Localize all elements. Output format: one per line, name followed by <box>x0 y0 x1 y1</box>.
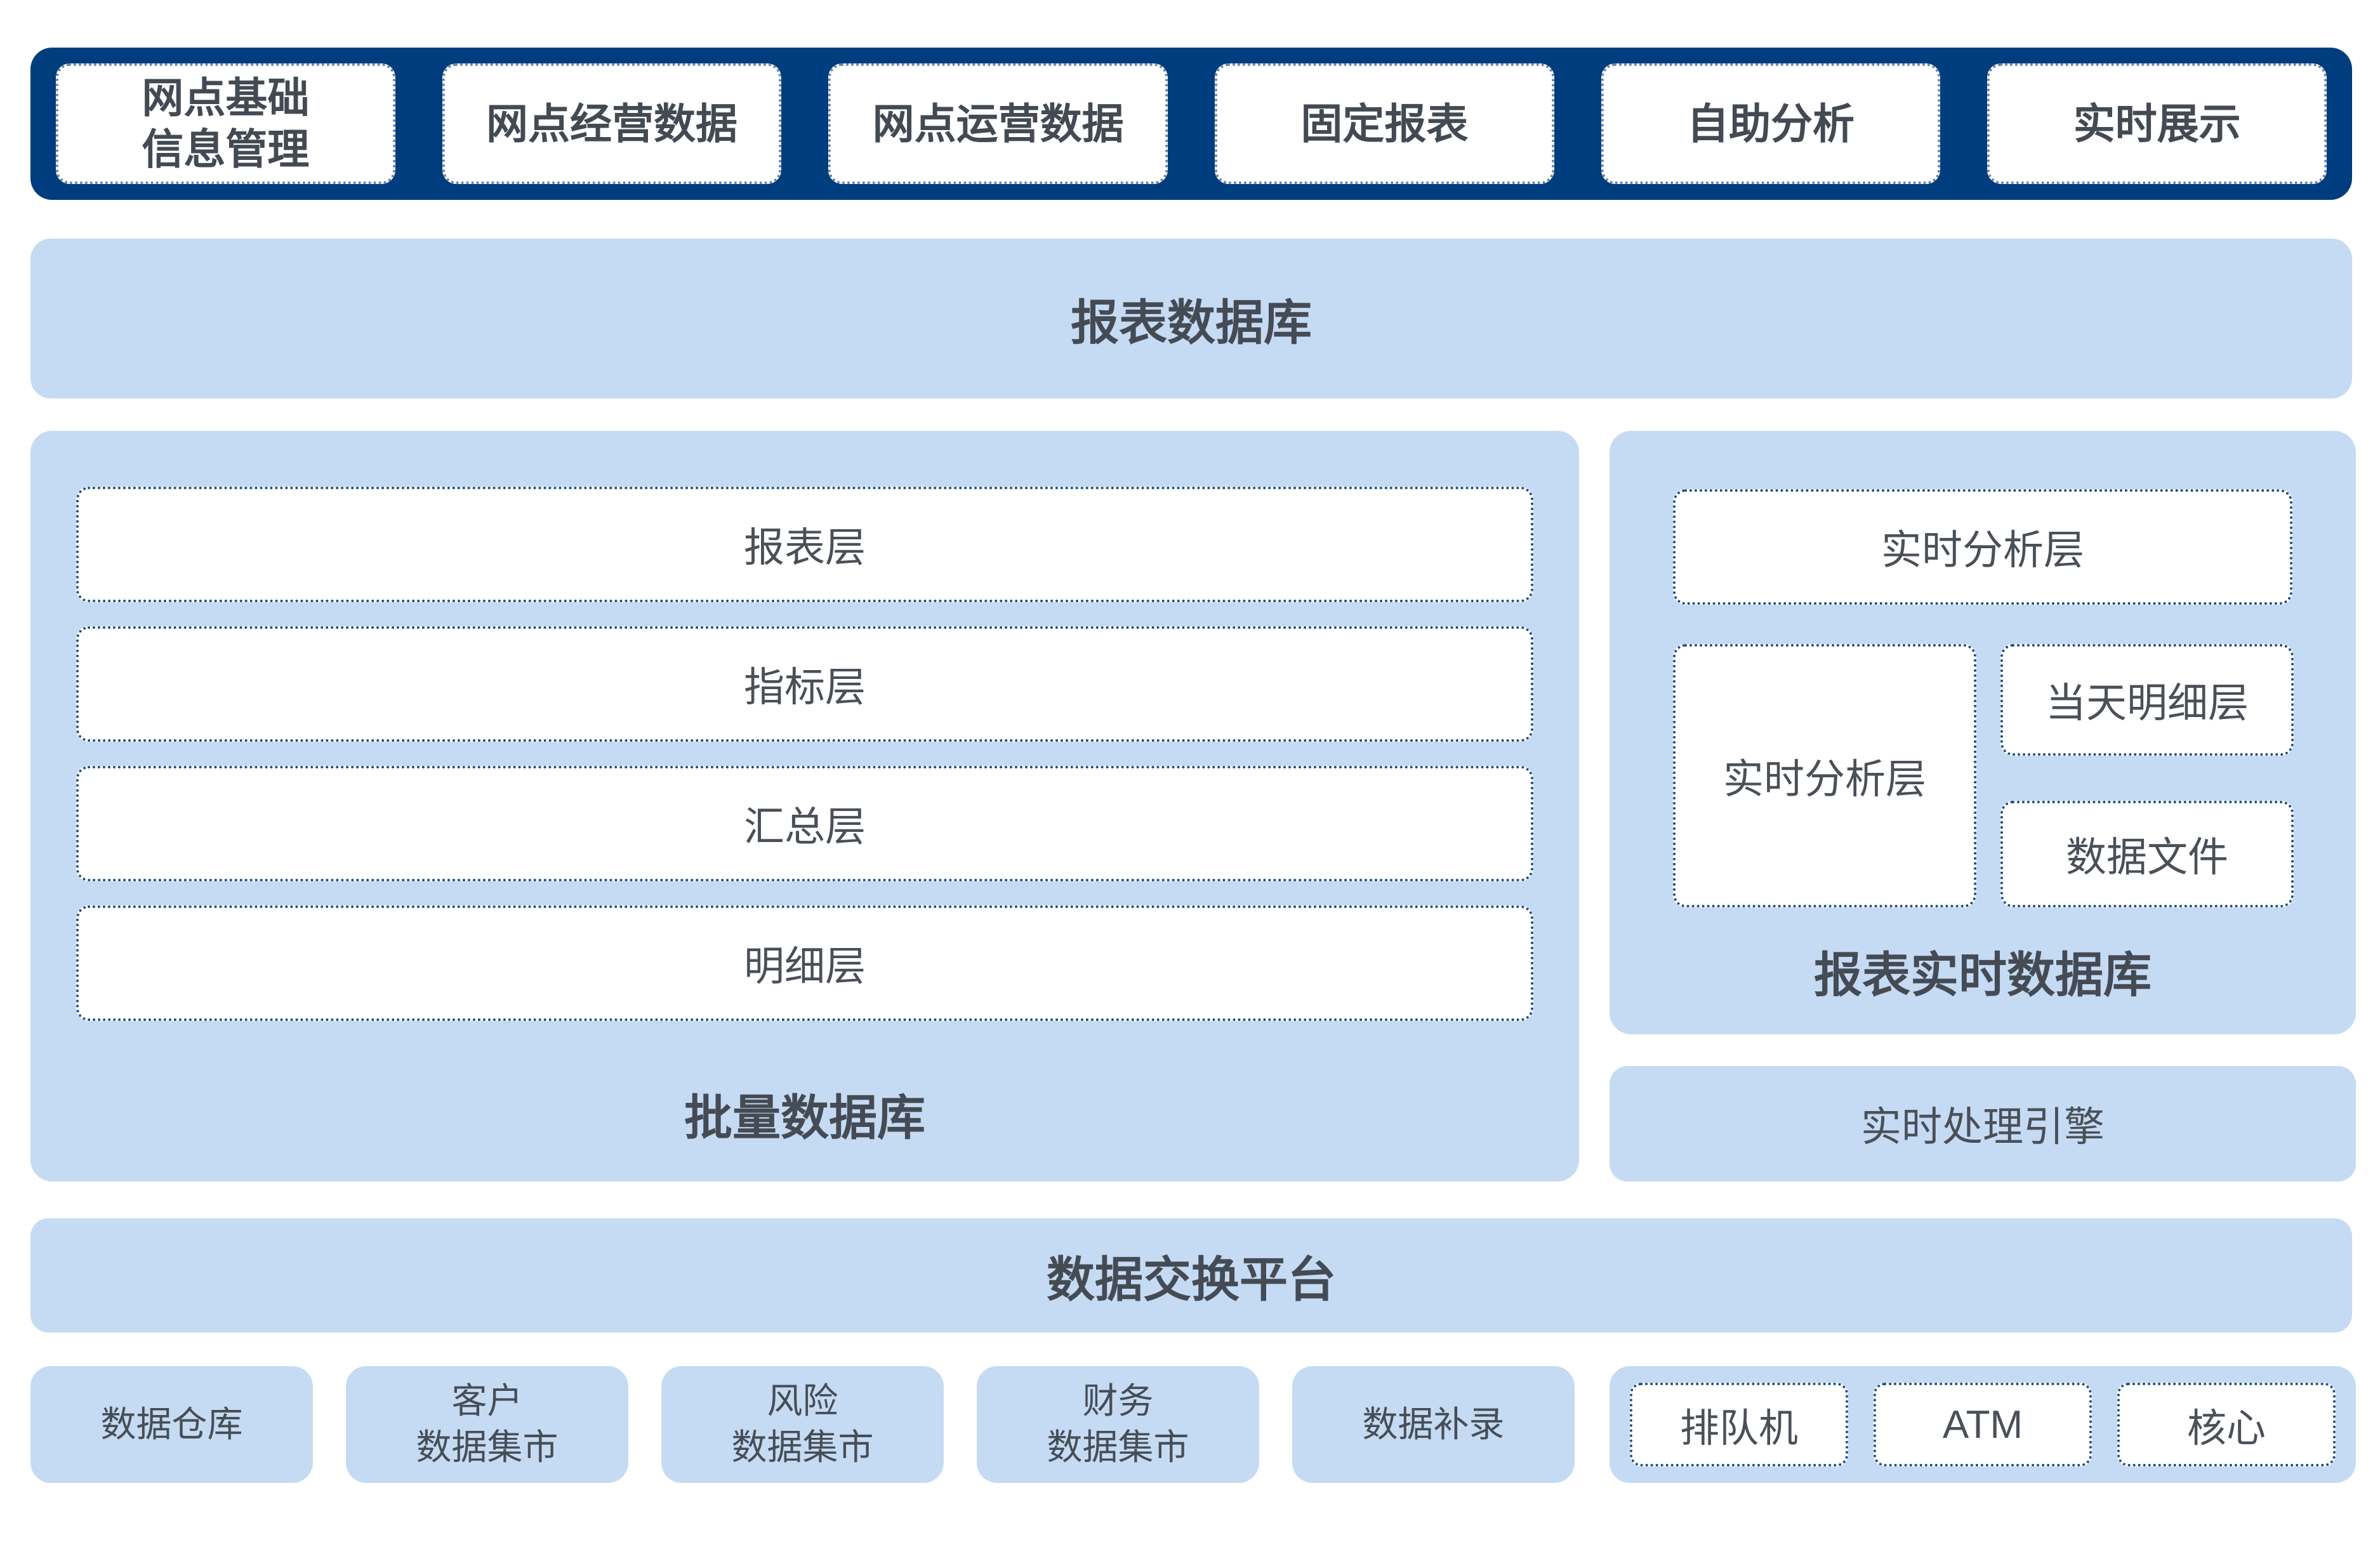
layer-box-label: 汇总层 <box>744 804 866 850</box>
source-box-label: 客户 数据集市 <box>416 1381 559 1467</box>
data-source-row: 数据仓库 客户 数据集市 风险 数据集市 财务 数据集市 数据补录 <box>30 1366 1575 1483</box>
realtime-processing-engine-band: 实时处理引擎 <box>1610 1066 2356 1182</box>
data-exchange-platform-band: 数据交换平台 <box>30 1218 2352 1333</box>
realtime-analysis-layer-left-box: 实时分析层 <box>1673 644 1976 907</box>
source-box-data-warehouse: 数据仓库 <box>30 1366 313 1483</box>
layer-box-indicator: 指标层 <box>76 626 1533 742</box>
channel-box-label: ATM <box>1942 1402 2023 1447</box>
realtime-database-title: 报表实时数据库 <box>1814 949 2152 1003</box>
layer-box-summary: 汇总层 <box>76 766 1533 881</box>
app-box-branch-operation-data: 网点运营数据 <box>828 63 1168 184</box>
realtime-box-label: 当天明细层 <box>2046 680 2249 726</box>
application-layer-bar: 网点基础 信息管理 网点经营数据 网点运营数据 固定报表 自助分析 实时展示 <box>30 48 2352 200</box>
today-detail-layer-box: 当天明细层 <box>2000 644 2294 756</box>
channel-box-queue-machine: 排队机 <box>1630 1383 1848 1466</box>
source-box-data-supplement: 数据补录 <box>1292 1366 1575 1483</box>
app-box-fixed-reports: 固定报表 <box>1215 63 1554 184</box>
report-database-band: 报表数据库 <box>30 239 2352 398</box>
realtime-box-label: 实时分析层 <box>1881 527 2084 573</box>
source-box-risk-mart: 风险 数据集市 <box>661 1366 944 1483</box>
data-file-box: 数据文件 <box>2000 801 2294 907</box>
channel-box-label: 排队机 <box>1679 1407 1798 1451</box>
channel-box-atm: ATM <box>1874 1383 2092 1466</box>
source-box-finance-mart: 财务 数据集市 <box>977 1366 1259 1483</box>
layer-box-report: 报表层 <box>76 487 1533 602</box>
realtime-box-label: 数据文件 <box>2066 834 2228 880</box>
source-box-label: 风险 数据集市 <box>731 1381 874 1467</box>
channel-systems-panel: 排队机 ATM 核心 <box>1610 1366 2356 1483</box>
report-database-title: 报表数据库 <box>1071 296 1312 350</box>
batch-database-panel: 报表层 指标层 汇总层 明细层 批量数据库 <box>30 431 1579 1182</box>
realtime-report-database-panel: 实时分析层 实时分析层 当天明细层 数据文件 报表实时数据库 <box>1610 431 2356 1034</box>
app-box-branch-base-info: 网点基础 信息管理 <box>56 63 395 184</box>
batch-database-title: 批量数据库 <box>684 1091 925 1145</box>
layer-box-label: 报表层 <box>744 525 866 570</box>
app-box-branch-business-data: 网点经营数据 <box>442 63 782 184</box>
realtime-processing-engine-label: 实时处理引擎 <box>1861 1104 2105 1150</box>
source-box-label: 数据仓库 <box>100 1404 243 1444</box>
app-box-realtime-display: 实时展示 <box>1987 63 2327 184</box>
app-box-label: 网点运营数据 <box>872 100 1124 147</box>
app-box-self-service-analysis: 自助分析 <box>1601 63 1941 184</box>
source-box-label: 数据补录 <box>1362 1404 1505 1444</box>
app-box-label: 网点基础 信息管理 <box>142 74 310 173</box>
realtime-analysis-layer-box: 实时分析层 <box>1673 489 2292 605</box>
data-exchange-platform-title: 数据交换平台 <box>1047 1253 1336 1307</box>
source-box-label: 财务 数据集市 <box>1047 1381 1189 1467</box>
app-box-label: 自助分析 <box>1687 100 1855 147</box>
app-box-label: 固定报表 <box>1300 100 1469 147</box>
layer-box-label: 指标层 <box>744 664 866 710</box>
source-box-customer-mart: 客户 数据集市 <box>346 1366 628 1483</box>
app-box-label: 网点经营数据 <box>486 100 737 147</box>
channel-box-core: 核心 <box>2117 1383 2336 1466</box>
layer-box-detail: 明细层 <box>76 905 1533 1021</box>
realtime-box-label: 实时分析层 <box>1723 756 1926 802</box>
batch-database-title-area: 批量数据库 <box>76 1045 1533 1182</box>
layer-box-label: 明细层 <box>744 944 866 989</box>
app-box-label: 实时展示 <box>2073 100 2241 147</box>
realtime-database-title-area: 报表实时数据库 <box>1610 907 2356 1034</box>
channel-box-label: 核心 <box>2186 1407 2266 1451</box>
